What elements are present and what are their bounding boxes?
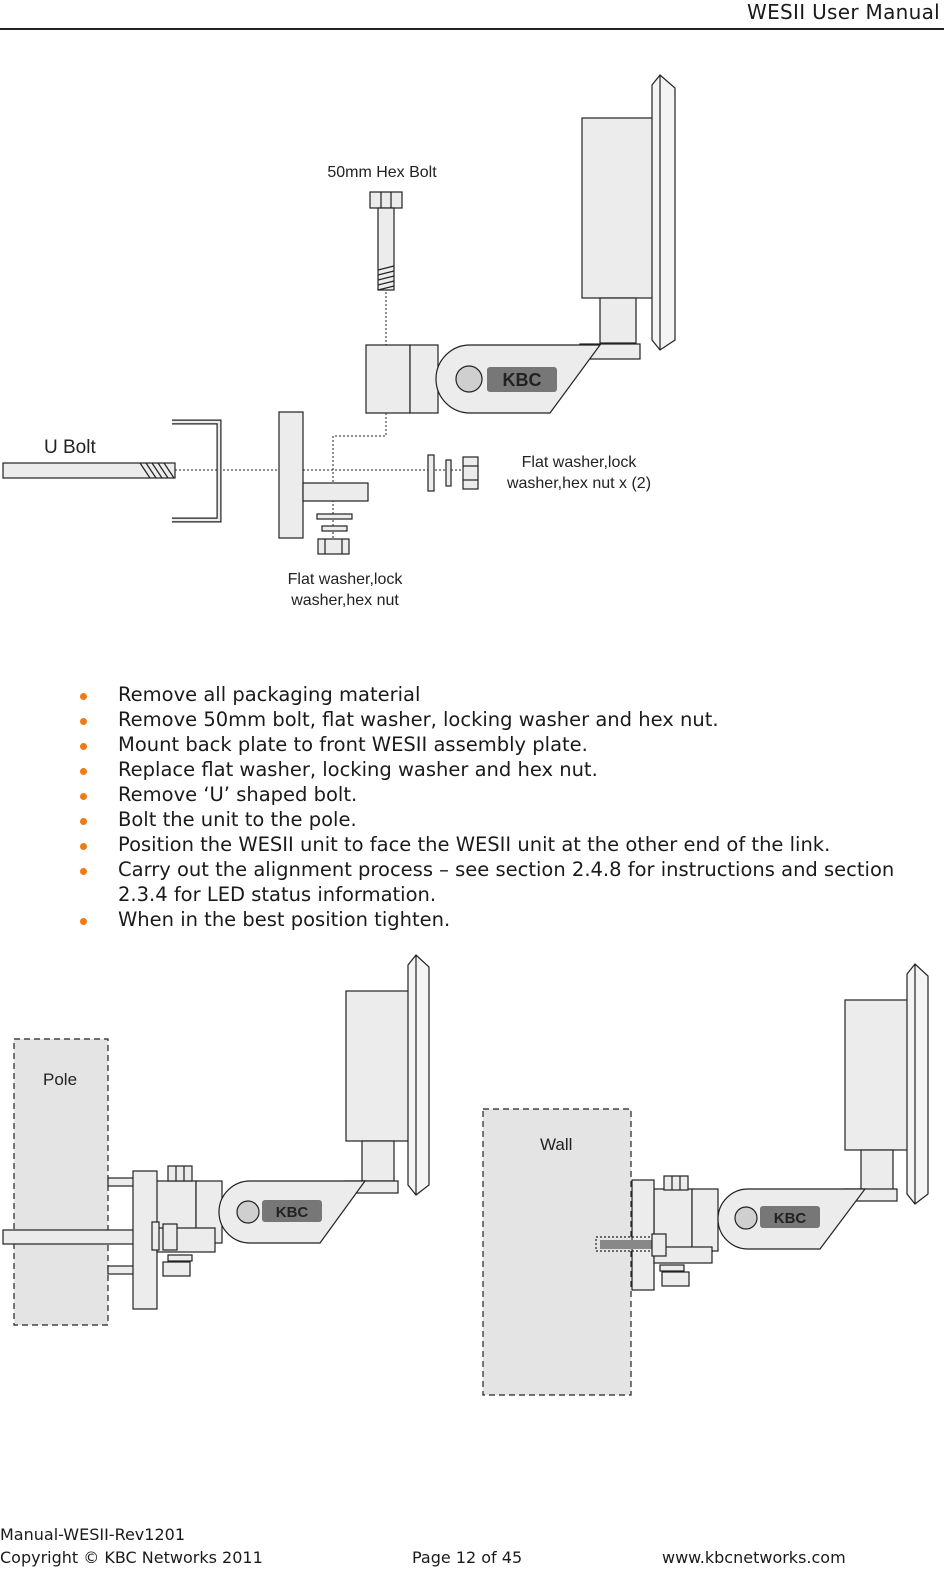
hex-bolt [369,191,403,291]
wall-mount-assembly: KBC [595,963,929,1291]
installation-steps-list: Remove all packaging material Remove 50m… [80,682,930,932]
bullet-icon [80,718,87,725]
footer-website: www.kbcnetworks.com [662,1548,846,1567]
page-header-title: WESII User Manual [747,0,940,24]
bullet-icon [80,843,87,850]
footer-doc-id: Manual-WESII-Rev1201 [0,1525,185,1544]
bottom-washers-nut [316,513,353,555]
pole-label: Pole [43,1070,77,1089]
pole-surface [13,1038,109,1326]
wall-surface [482,1108,632,1396]
list-item: Remove all packaging material [80,682,930,707]
u-bolt-label: U Bolt [44,437,96,458]
bullet-icon [80,918,87,925]
exploded-assembly-diagram: KBC 50mm Hex Bolt U Bolt [2,74,676,609]
bottom-hardware-label-line2: washer,hex nut [290,592,399,609]
svg-text:KBC: KBC [774,1210,807,1227]
svg-text:KBC: KBC [503,370,542,390]
right-hardware-label-line2: washer,hex nut x (2) [506,475,651,492]
kbc-logo: KBC [487,367,557,392]
bullet-icon [80,793,87,800]
bullet-icon [80,768,87,775]
mounting-options-diagram: Pole KBC Wall [2,954,929,1396]
svg-text:KBC: KBC [276,1204,309,1221]
list-item: Remove ‘U’ shaped bolt. [80,782,930,807]
list-item: Bolt the unit to the pole. [80,807,930,832]
wall-label: Wall [540,1135,572,1154]
bottom-hardware-label-line1: Flat washer,lock [288,571,404,588]
mounting-bracket-arm [365,344,602,414]
u-bolt [2,419,222,523]
bullet-icon [80,743,87,750]
list-item: Remove 50mm bolt, flat washer, locking w… [80,707,930,732]
antenna-panel [579,74,676,360]
list-item: Carry out the alignment process – see se… [80,857,930,907]
header-divider [0,28,944,30]
list-item: Position the WESII unit to face the WESI… [80,832,930,857]
back-plate [278,411,369,539]
list-item: When in the best position tighten. [80,907,930,932]
pole-mount-assembly: KBC [2,954,430,1310]
list-item: Replace flat washer, locking washer and … [80,757,930,782]
bullet-icon [80,818,87,825]
footer-copyright: Copyright © KBC Networks 2011 [0,1548,263,1567]
alignment-guide-lines [175,292,475,545]
list-item: Mount back plate to front WESII assembly… [80,732,930,757]
right-hardware-label-line1: Flat washer,lock [522,454,638,471]
right-washers-nut [427,454,479,492]
footer-page-number: Page 12 of 45 [412,1548,523,1567]
bullet-icon [80,868,87,875]
bullet-icon [80,693,87,700]
hex-bolt-label: 50mm Hex Bolt [327,164,437,181]
